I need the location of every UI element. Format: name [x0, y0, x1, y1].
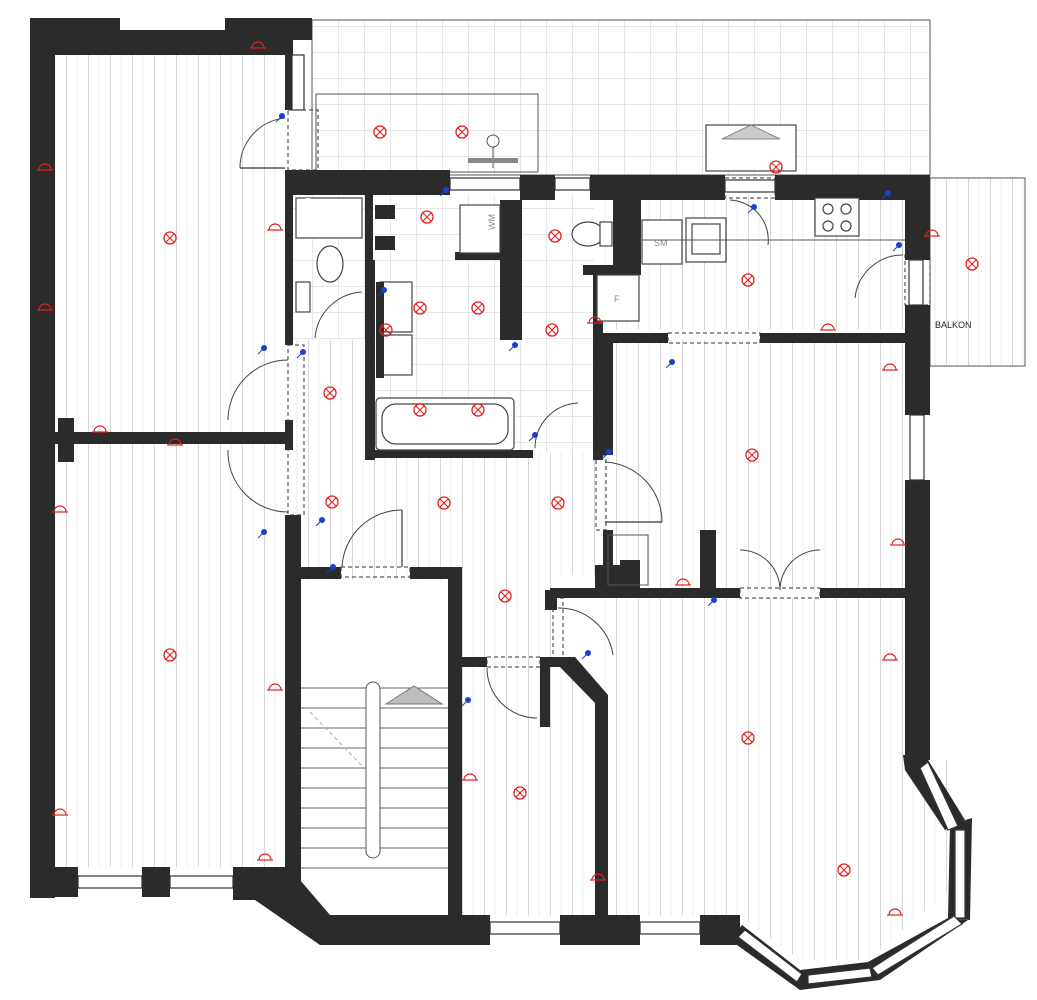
- ceiling-light-icon: [471, 403, 485, 417]
- socket-icon: [462, 773, 478, 781]
- socket-icon: [882, 363, 898, 371]
- room-south-small: [462, 664, 594, 916]
- ceiling-light-icon: [548, 229, 562, 243]
- ceiling-light-icon: [325, 495, 339, 509]
- switch-icon: [257, 345, 267, 355]
- switch-icon: [892, 242, 902, 252]
- ceiling-light-icon: [545, 323, 559, 337]
- ceiling-light-icon: [769, 160, 783, 174]
- switch-icon: [508, 342, 518, 352]
- socket-icon: [882, 653, 898, 661]
- ceiling-light-icon: [741, 273, 755, 287]
- washing-machine-label: WM: [487, 214, 497, 230]
- socket-icon: [267, 223, 283, 231]
- room-northwest: [55, 40, 285, 432]
- ceiling-light-icon: [437, 496, 451, 510]
- light-switches: [257, 113, 902, 707]
- switch-icon: [257, 529, 267, 539]
- ceiling-light-icon: [741, 731, 755, 745]
- stair-direction-arrow-icon: [384, 685, 444, 705]
- walls: [30, 18, 972, 990]
- switch-icon: [326, 564, 336, 574]
- terrace-skylight: [705, 124, 797, 172]
- socket-icon: [92, 425, 108, 433]
- socket-icon: [675, 578, 691, 586]
- socket-icon: [590, 873, 606, 881]
- ceiling-light-icon: [551, 496, 565, 510]
- ceiling-light-icon: [413, 403, 427, 417]
- socket-icon: [887, 908, 903, 916]
- switch-icon: [439, 187, 449, 197]
- socket-icon: [52, 808, 68, 816]
- fixtures: WM SM F: [295, 197, 905, 586]
- switch-icon: [665, 359, 675, 369]
- ceiling-light-icon: [163, 231, 177, 245]
- switch-icon: [881, 190, 891, 200]
- dryer-label: SM: [654, 238, 668, 248]
- ceiling-light-icon: [455, 125, 469, 139]
- balcony: BALKON: [929, 177, 1026, 367]
- socket-icon: [52, 505, 68, 513]
- staircase: [300, 580, 448, 870]
- room-east-living: [603, 340, 903, 590]
- socket-icon: [924, 229, 940, 237]
- ceiling-light-icon: [745, 448, 759, 462]
- ceiling-light-icon: [323, 386, 337, 400]
- socket-icon: [820, 323, 836, 331]
- ceiling-light-icon: [420, 210, 434, 224]
- socket-icon: [587, 316, 603, 324]
- terrace-shower-icon: [468, 134, 518, 168]
- switch-icon: [296, 349, 306, 359]
- ceiling-light-icon: [513, 786, 527, 800]
- socket-icon: [167, 438, 183, 446]
- ceiling-light-icon: [373, 125, 387, 139]
- socket-icon: [250, 41, 266, 49]
- terrace: [311, 19, 931, 176]
- socket-icon: [267, 683, 283, 691]
- ceiling-light-icon: [837, 863, 851, 877]
- socket-icon: [37, 163, 53, 171]
- ceiling-light-icon: [965, 257, 979, 271]
- ceiling-light-icon: [163, 648, 177, 662]
- ceiling-lights: [163, 125, 979, 877]
- ceiling-light-icon: [413, 301, 427, 315]
- doors: [227, 109, 931, 719]
- ceiling-light-icon: [498, 589, 512, 603]
- switch-icon: [747, 204, 757, 214]
- switch-icon: [275, 113, 285, 123]
- ceiling-light-icon: [471, 301, 485, 315]
- dryer: [641, 219, 683, 265]
- switch-icon: [528, 432, 538, 442]
- fridge: [596, 274, 640, 322]
- washing-machine: [459, 204, 501, 254]
- socket-icon: [37, 303, 53, 311]
- switch-icon: [377, 287, 387, 297]
- switch-icon: [602, 449, 612, 459]
- ceiling-light-icon: [379, 323, 393, 337]
- windows: [77, 54, 966, 985]
- socket-icon: [890, 538, 906, 546]
- switch-icon: [581, 650, 591, 660]
- switch-icon: [315, 517, 325, 527]
- fridge-label: F: [614, 294, 620, 304]
- switch-icon: [707, 597, 717, 607]
- wall-sockets: [37, 41, 940, 916]
- socket-icon: [257, 853, 273, 861]
- switch-icon: [461, 697, 471, 707]
- balcony-label: BALKON: [935, 320, 972, 330]
